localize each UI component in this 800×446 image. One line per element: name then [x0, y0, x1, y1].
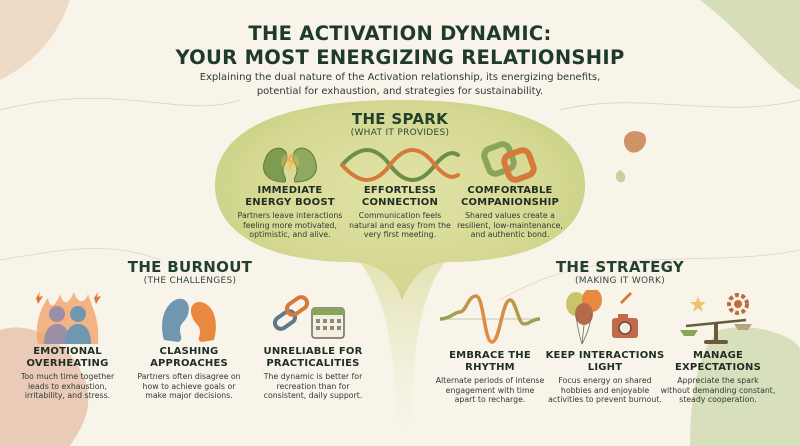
item-desc-line-3: irritability, and stress.: [24, 391, 111, 401]
title-line-2: YOUR MOST ENERGIZING RELATIONSHIP: [175, 46, 625, 69]
balloons-camera-icon: [566, 290, 638, 345]
item-title-line-1: UNRELIABLE FOR: [263, 346, 363, 357]
balance-scale-gear-icon: [680, 293, 752, 344]
intertwined-waves-icon: [340, 148, 460, 182]
item-desc-line-3: apart to recharge.: [454, 395, 526, 405]
item-title-line-1: IMMEDIATE: [257, 185, 323, 196]
item-desc-line-3: very first meeting.: [363, 230, 437, 240]
item-title-line-2: PRACTICALITIES: [266, 357, 360, 369]
item-desc-line-1: Communication feels: [358, 211, 442, 220]
burnout-subtitle: (THE CHALLENGES): [143, 276, 237, 286]
item-desc-line-2: without demanding constant,: [660, 385, 776, 395]
spark-item-effortless-connection: EFFORTLESS CONNECTION Communication feel…: [335, 185, 465, 240]
subtitle-line-1: Explaining the dual nature of the Activa…: [199, 72, 601, 83]
item-desc-line-3: optimistic, and alive.: [249, 230, 331, 240]
item-desc-line-1: Alternate periods of intense: [435, 376, 545, 385]
item-description: Appreciate the spark without demanding c…: [653, 376, 783, 405]
item-desc-line-3: activities to prevent burnout.: [548, 395, 662, 405]
item-desc-line-1: Partners leave interactions: [237, 211, 343, 220]
item-description: Partners often disagree on how to achiev…: [128, 372, 250, 401]
strategy-section-header: THE STRATEGY (MAKING IT WORK): [540, 258, 700, 287]
strategy-item-manage-expectations: MANAGE EXPECTATIONS Appreciate the spark…: [653, 350, 783, 405]
item-desc-line-1: Focus energy on shared: [558, 376, 652, 385]
burnout-section-header: THE BURNOUT (THE CHALLENGES): [110, 258, 270, 287]
item-title-line-1: MANAGE: [692, 350, 744, 361]
item-title-line-1: EMBRACE THE: [449, 350, 531, 361]
strategy-title: THE STRATEGY: [555, 258, 685, 276]
item-desc-line-2: hobbies and enjoyable: [560, 385, 650, 395]
item-desc-line-2: feeling more motivated,: [243, 220, 337, 230]
item-description: Alternate periods of intense engagement …: [425, 376, 555, 405]
strategy-item-embrace-rhythm: EMBRACE THE RHYTHM Alternate periods of …: [425, 350, 555, 405]
item-desc-line-3: consistent, daily support.: [263, 391, 363, 401]
title-line-1: THE ACTIVATION DYNAMIC:: [248, 22, 552, 45]
page-subtitle: Explaining the dual nature of the Activa…: [0, 71, 800, 99]
item-desc-line-3: and authentic bond.: [470, 230, 550, 240]
item-title-line-2: APPROACHES: [150, 357, 228, 369]
item-title-line-1: COMFORTABLE: [467, 185, 553, 196]
page-title: THE ACTIVATION DYNAMIC: YOUR MOST ENERGI…: [0, 22, 800, 70]
item-title-line-1: EMOTIONAL: [33, 346, 102, 357]
item-title-line-1: EFFORTLESS: [363, 185, 437, 196]
item-desc-line-3: steady cooperation.: [679, 395, 757, 405]
item-title-line-1: KEEP INTERACTIONS: [545, 350, 665, 361]
item-description: Focus energy on shared hobbies and enjoy…: [540, 376, 670, 405]
rhythm-wave-icon: [440, 294, 540, 344]
item-title-line-2: RHYTHM: [465, 361, 515, 373]
item-desc-line-1: Shared values create a: [465, 211, 555, 220]
item-desc-line-3: make major decisions.: [145, 391, 233, 401]
spark-item-comfortable-companionship: COMFORTABLE COMPANIONSHIP Shared values …: [445, 185, 575, 240]
item-desc-line-2: how to achieve goals or: [142, 381, 236, 391]
item-title-line-2: EXPECTATIONS: [674, 361, 762, 373]
item-title-line-2: ENERGY BOOST: [245, 196, 335, 208]
item-title-line-2: COMPANIONSHIP: [460, 196, 560, 208]
burnout-item-clashing-approaches: CLASHING APPROACHES Partners often disag…: [128, 346, 250, 401]
item-title-line-2: CONNECTION: [361, 196, 439, 208]
strategy-item-keep-light: KEEP INTERACTIONS LIGHT Focus energy on …: [540, 350, 670, 405]
interlocking-links-icon: [481, 141, 537, 183]
item-desc-line-1: The dynamic is better for: [263, 372, 363, 381]
item-desc-line-2: resilient, low-maintenance,: [457, 220, 563, 230]
item-description: The dynamic is better for recreation tha…: [248, 372, 378, 401]
item-description: Shared values create a resilient, low-ma…: [445, 211, 575, 240]
item-desc-line-2: leads to exhaustion,: [28, 381, 107, 391]
item-title-line-2: OVERHEATING: [26, 357, 109, 369]
spark-section-header: THE SPARK (WHAT IT PROVIDES): [300, 110, 500, 139]
strategy-subtitle: (MAKING IT WORK): [574, 276, 666, 286]
item-title-line-2: LIGHT: [587, 361, 623, 373]
item-desc-line-2: recreation than for: [276, 381, 350, 391]
item-desc-line-2: engagement with time: [445, 385, 535, 395]
item-desc-line-1: Too much time together: [20, 372, 115, 381]
two-heads-spark-icon: [263, 147, 317, 183]
spark-subtitle: (WHAT IT PROVIDES): [350, 128, 450, 138]
spark-item-energy-boost: IMMEDIATE ENERGY BOOST Partners leave in…: [225, 185, 355, 240]
item-desc-line-1: Appreciate the spark: [677, 376, 759, 385]
item-description: Too much time together leads to exhausti…: [5, 372, 130, 401]
item-desc-line-2: natural and easy from the: [349, 220, 451, 230]
broken-chain-calendar-icon: [272, 295, 345, 339]
burnout-item-emotional-overheating: EMOTIONAL OVERHEATING Too much time toge…: [5, 346, 130, 401]
item-title-line-1: CLASHING: [159, 346, 219, 357]
item-description: Communication feels natural and easy fro…: [335, 211, 465, 240]
overheating-people-icon: [36, 292, 101, 344]
spark-title: THE SPARK: [351, 110, 449, 128]
subtitle-line-2: potential for exhaustion, and strategies…: [256, 86, 544, 97]
burnout-item-unreliable-practicalities: UNRELIABLE FOR PRACTICALITIES The dynami…: [248, 346, 378, 401]
item-desc-line-1: Partners often disagree on: [137, 372, 241, 381]
burnout-title: THE BURNOUT: [127, 258, 253, 276]
clashing-shapes-icon: [162, 298, 216, 342]
item-description: Partners leave interactions feeling more…: [225, 211, 355, 240]
